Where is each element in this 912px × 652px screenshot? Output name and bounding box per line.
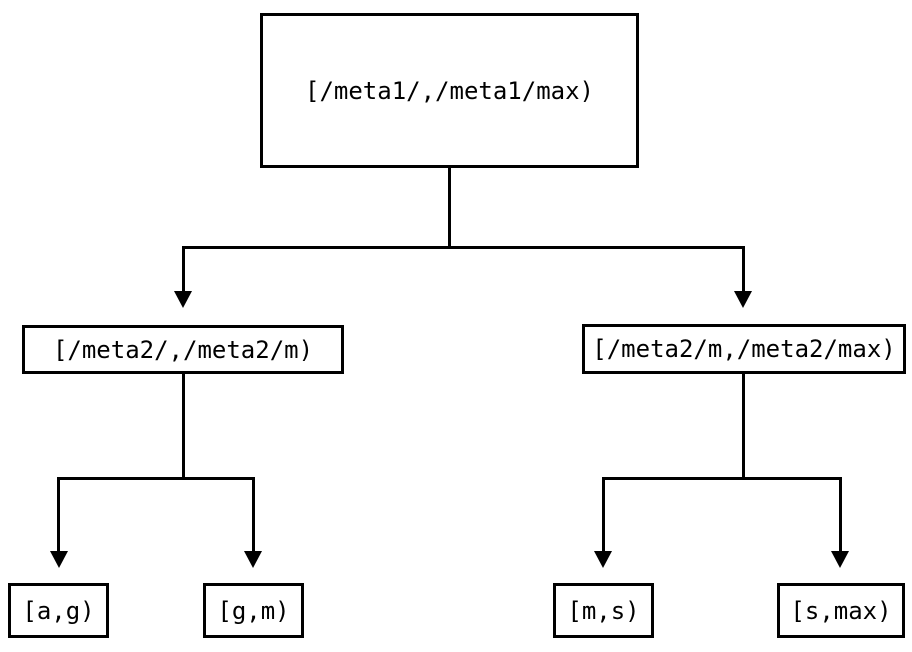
arrow-down-icon: [244, 551, 262, 568]
connector-drop-leaf-gm: [252, 477, 255, 552]
connector-drop-meta2-left: [182, 246, 185, 292]
arrow-down-icon: [174, 291, 192, 308]
node-leaf-gm: [g,m): [203, 583, 304, 638]
connector-root-crossbar: [182, 246, 745, 249]
node-leaf-gm-label: [g,m): [217, 596, 290, 625]
arrow-down-icon: [50, 551, 68, 568]
arrow-down-icon: [594, 551, 612, 568]
node-leaf-smax: [s,max): [777, 583, 905, 638]
node-meta2-left: [/meta2/,/meta2/m): [22, 325, 344, 374]
connector-meta2-right-crossbar: [602, 477, 842, 480]
connector-drop-leaf-smax: [839, 477, 842, 552]
connector-drop-leaf-ms: [602, 477, 605, 552]
connector-drop-leaf-ag: [57, 477, 60, 552]
arrow-down-icon: [734, 291, 752, 308]
node-leaf-ms: [m,s): [553, 583, 654, 638]
connector-root-stem: [448, 166, 451, 249]
connector-meta2-right-stem: [742, 372, 745, 480]
node-meta2-right: [/meta2/m,/meta2/max): [582, 324, 906, 374]
connector-drop-meta2-right: [742, 246, 745, 292]
node-meta2-left-label: [/meta2/,/meta2/m): [52, 335, 314, 364]
node-leaf-smax-label: [s,max): [790, 596, 892, 625]
arrow-down-icon: [831, 551, 849, 568]
node-root-label: [/meta1/,/meta1/max): [305, 76, 594, 105]
node-leaf-ms-label: [m,s): [567, 596, 640, 625]
node-leaf-ag-label: [a,g): [22, 596, 95, 625]
node-leaf-ag: [a,g): [8, 583, 109, 638]
connector-meta2-left-stem: [182, 373, 185, 480]
node-meta2-right-label: [/meta2/m,/meta2/max): [592, 335, 896, 363]
node-root: [/meta1/,/meta1/max): [260, 13, 639, 168]
connector-meta2-left-crossbar: [57, 477, 255, 480]
